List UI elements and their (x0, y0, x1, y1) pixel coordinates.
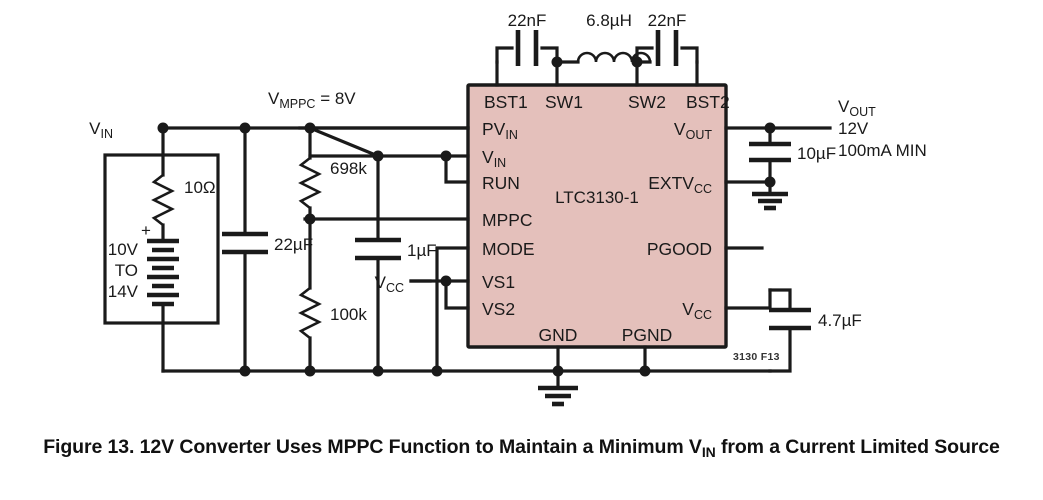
pin-wire-vcc-right (724, 288, 772, 310)
resistor-698k (298, 156, 322, 210)
pin-label-vin: VIN (482, 147, 506, 170)
wire-sw2-cap (635, 46, 654, 64)
pin-label-sw2: SW2 (628, 92, 666, 112)
pin-label-pgnd: PGND (622, 325, 673, 345)
net-label-vmppc: VMPPC = 8V (268, 89, 356, 111)
pin-wire-mode (435, 246, 470, 373)
net-label-vcc: VCC (375, 273, 404, 295)
schematic-svg: BST1 SW1 SW2 BST2 PVIN VIN RUN MPPC MODE… (89, 11, 927, 407)
pin-label-bst2: BST2 (686, 92, 730, 112)
figure-id-tag: 3130 F13 (733, 351, 780, 363)
figure-caption: Figure 13. 12V Converter Uses MPPC Funct… (0, 436, 1043, 460)
resistor-10ohm (151, 173, 175, 227)
pin-label-extvcc: EXTVCC (648, 173, 712, 196)
pin-label-sw1: SW1 (545, 92, 583, 112)
label-cap-4u7: 4.7µF (818, 311, 862, 330)
wire-c47-top (768, 288, 792, 310)
label-cap-22uf: 22µF (274, 235, 313, 254)
net-label-vout: VOUT (838, 97, 876, 119)
pin-label-mppc: MPPC (482, 210, 533, 230)
pin-label-vcc-ic: VCC (682, 299, 712, 322)
net-label-vout-value: 12V (838, 119, 869, 138)
pin-wire-run (444, 154, 470, 184)
caption-subscript: IN (701, 443, 716, 460)
label-cap-1uf: 1µF (407, 241, 437, 260)
junction-sw1 (551, 56, 563, 68)
label-cap-10uf: 10µF (797, 144, 836, 163)
label-battery-polarity: + (141, 221, 151, 240)
pin-label-vs1: VS1 (482, 272, 515, 292)
junction-mppc-tap (304, 213, 316, 225)
resistor-100k (298, 286, 322, 340)
junction-vin-run (440, 150, 452, 162)
wire-bst1-cap (495, 46, 514, 64)
label-source-v1: 10V (108, 240, 139, 259)
pin-label-bst1: BST1 (484, 92, 528, 112)
wire-vmppc-diagonal (307, 125, 381, 159)
pin-label-vout: VOUT (674, 119, 712, 142)
junction-pgnd (639, 365, 651, 377)
pin-wire-vs2 (444, 279, 470, 310)
label-cap-22nf-right: 22nF (648, 11, 687, 30)
net-label-vin: VIN (89, 119, 113, 141)
label-cap-22nf-left: 22nF (508, 11, 547, 30)
pin-label-gnd: GND (539, 325, 578, 345)
label-inductor-6u8: 6.8µH (586, 11, 632, 30)
label-resistor-698k: 698k (330, 159, 367, 178)
ic-body (466, 83, 728, 349)
pin-label-run: RUN (482, 173, 520, 193)
pin-label-pvin: PVIN (482, 119, 518, 142)
pin-label-mode: MODE (482, 239, 535, 259)
ic-part-number: LTC3130-1 (555, 188, 639, 207)
label-resistor-10ohm: 10Ω (184, 178, 216, 197)
pin-label-vs2: VS2 (482, 299, 515, 319)
wire-c47-bottom (768, 328, 792, 373)
label-resistor-100k: 100k (330, 305, 367, 324)
junction-mode-gnd (431, 365, 443, 377)
pin-label-pgood: PGOOD (647, 239, 712, 259)
label-source-v2: 14V (108, 282, 139, 301)
junction-vs1-vs2 (440, 275, 452, 287)
net-label-vout-current: 100mA MIN (838, 141, 927, 160)
caption-post: from a Current Limited Source (715, 436, 1000, 458)
wire-bst2-cap (680, 46, 699, 64)
label-source-to: TO (115, 261, 138, 280)
caption-pre: Figure 13. 12V Converter Uses MPPC Funct… (43, 436, 702, 458)
